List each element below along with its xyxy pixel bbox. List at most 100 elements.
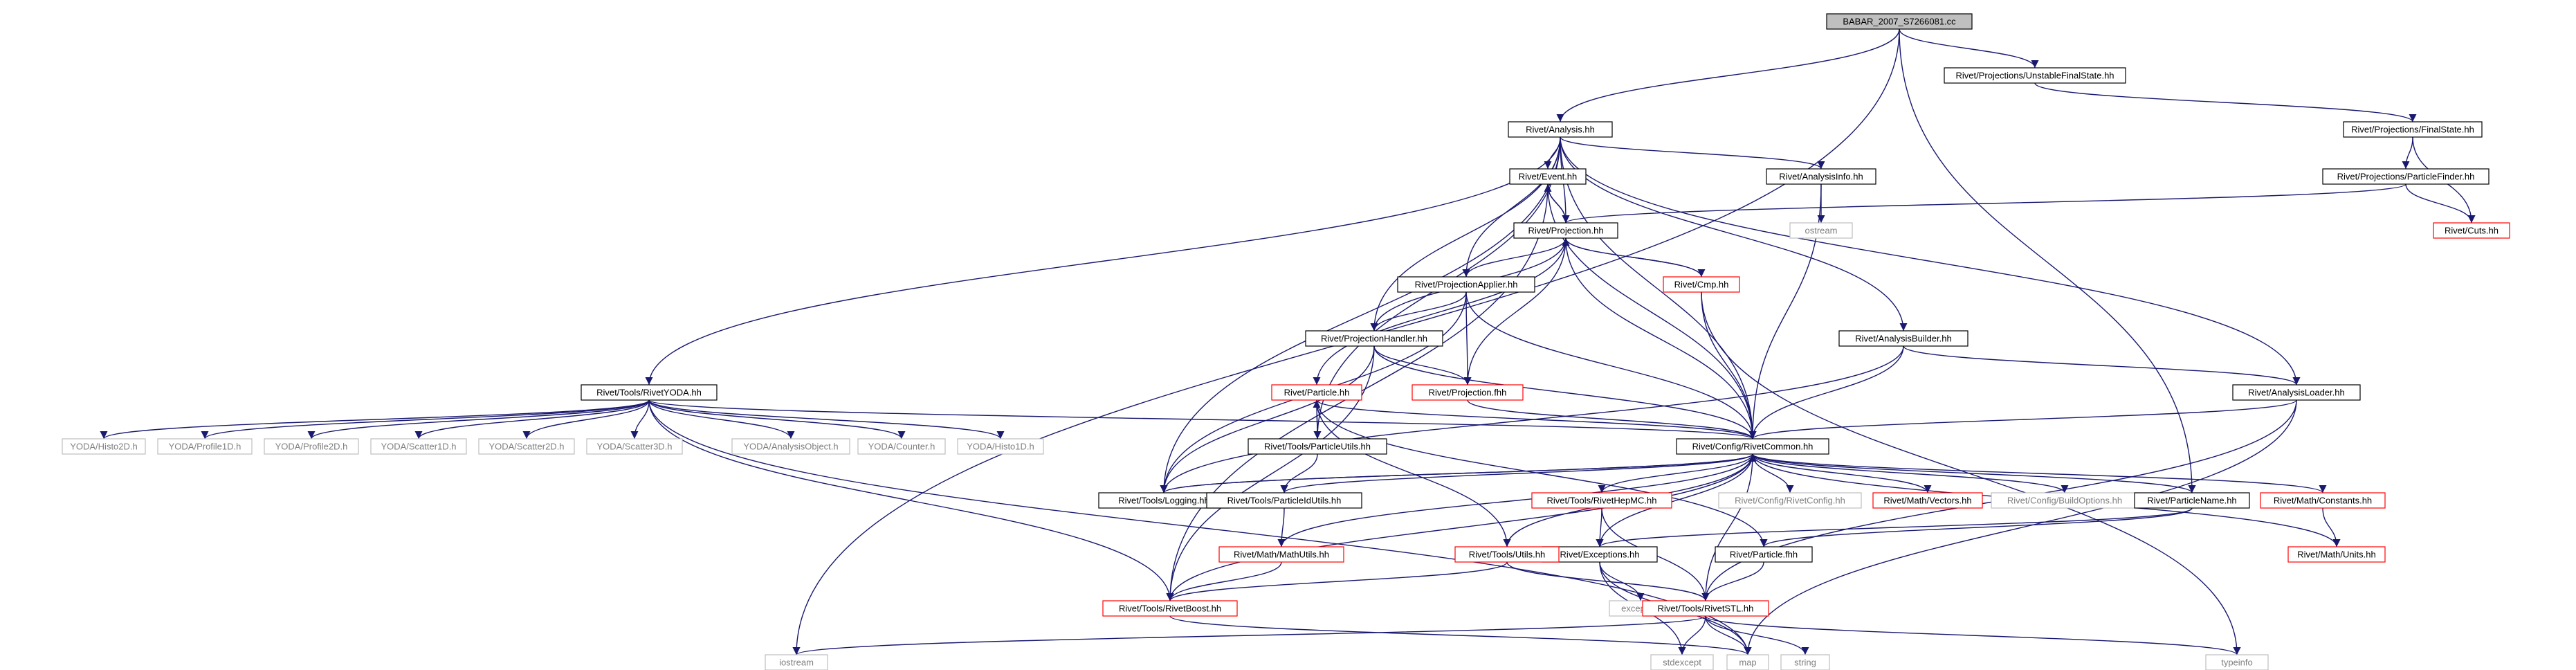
node-analysisinfo[interactable]: Rivet/AnalysisInfo.hh <box>1766 168 1876 185</box>
node-label-projection: Rivet/Projection.hh <box>1528 226 1603 236</box>
node-label-particlefinder: Rivet/Projections/ParticleFinder.hh <box>2337 172 2475 182</box>
edge-cmp-to-projection <box>1562 237 1702 278</box>
node-box-projection <box>1513 222 1618 239</box>
node-constants[interactable]: Rivet/Math/Constants.hh <box>2260 492 2386 509</box>
node-projectionfhh[interactable]: Rivet/Projection.fhh <box>1412 384 1524 401</box>
edge-projection-to-projapplier <box>1462 237 1566 278</box>
node-projhandler[interactable]: Rivet/ProjectionHandler.hh <box>1305 330 1443 347</box>
edge-particlename-to-particlefhh <box>1760 507 2193 547</box>
edge-projection-to-particle <box>1313 237 1566 386</box>
edge-projapplier-to-rivetcommon <box>1465 291 1757 440</box>
node-analysisbuilder[interactable]: Rivet/AnalysisBuilder.hh <box>1838 330 1968 347</box>
node-label-analysis: Rivet/Analysis.hh <box>1526 125 1595 135</box>
node-label-unstablefs: Rivet/Projections/UnstableFinalState.hh <box>1955 71 2114 81</box>
edge-particle-to-particlefhh <box>1316 399 1768 547</box>
node-box-finalstate <box>2343 121 2483 138</box>
edge-rivetcommon-to-particlename <box>1752 453 2196 494</box>
node-box-histo2d <box>62 438 146 455</box>
node-box-projhandler <box>1305 330 1443 347</box>
node-logging[interactable]: Rivet/Tools/Logging.hh <box>1098 492 1230 509</box>
node-box-particle <box>1271 384 1362 401</box>
edge-rivetyoda-to-analysisobject <box>648 399 795 440</box>
node-mathutils[interactable]: Rivet/Math/MathUtils.hh <box>1218 546 1344 563</box>
node-rivetyoda[interactable]: Rivet/Tools/RivetYODA.hh <box>581 384 718 401</box>
node-cmp[interactable]: Rivet/Cmp.hh <box>1663 276 1740 293</box>
node-layer: BABAR_2007_S7266081.ccRivet/Projections/… <box>62 13 2510 670</box>
edge-projapplier-to-projhandler <box>1370 291 1467 332</box>
edge-rivetcommon-to-vectors <box>1752 453 1932 494</box>
edge-rivetstl-to-string <box>1705 615 1809 655</box>
node-box-iostream <box>765 654 828 670</box>
node-particlename[interactable]: Rivet/ParticleName.hh <box>2134 492 2250 509</box>
node-label-counter: YODA/Counter.h <box>868 442 935 452</box>
node-units[interactable]: Rivet/Math/Units.hh <box>2287 546 2386 563</box>
node-event[interactable]: Rivet/Event.hh <box>1509 168 1587 185</box>
node-analysisloader[interactable]: Rivet/AnalysisLoader.hh <box>2232 384 2361 401</box>
edge-rivetyoda-to-scatter3d <box>630 399 650 440</box>
node-rivetboost[interactable]: Rivet/Tools/RivetBoost.hh <box>1102 600 1238 617</box>
node-particle[interactable]: Rivet/Particle.hh <box>1271 384 1362 401</box>
edge-rivetcommon-to-constants <box>1752 453 2327 494</box>
node-label-rivetstl: Rivet/Tools/RivetSTL.hh <box>1658 604 1754 614</box>
node-analysisobject: YODA/AnalysisObject.h <box>731 438 850 455</box>
edge-rivetboost-to-map <box>1169 615 1752 655</box>
node-stdexcept: stdexcept <box>1650 654 1714 670</box>
edge-rivetyoda-to-histo2d <box>100 399 650 440</box>
edge-projectionfhh-to-rivetcommon <box>1467 399 1757 440</box>
edge-rivetyoda-to-rivetcommon <box>648 399 1756 440</box>
edge-exceptions-to-exception <box>1599 561 1645 601</box>
node-projapplier[interactable]: Rivet/ProjectionApplier.hh <box>1397 276 1535 293</box>
node-ostream: ostream <box>1789 222 1853 239</box>
edge-analysisloader-to-map <box>1744 399 2297 655</box>
node-label-buildoptions: Rivet/Config/BuildOptions.hh <box>2007 496 2122 506</box>
edge-analysisbuilder-to-analysisloader <box>1903 345 2301 386</box>
node-label-mathutils: Rivet/Math/MathUtils.hh <box>1234 550 1329 560</box>
node-box-rivetyoda <box>581 384 718 401</box>
node-unstablefs[interactable]: Rivet/Projections/UnstableFinalState.hh <box>1944 67 2126 84</box>
node-box-analysisobject <box>731 438 850 455</box>
node-particlefhh[interactable]: Rivet/Particle.fhh <box>1715 546 1813 563</box>
edge-rivetcommon-to-rivetboost <box>1166 453 1753 601</box>
node-label-projhandler: Rivet/ProjectionHandler.hh <box>1321 334 1427 344</box>
edge-analysis-to-rivetyoda <box>645 136 1561 386</box>
node-rivetcommon[interactable]: Rivet/Config/RivetCommon.hh <box>1676 438 1829 455</box>
edge-root-to-analysis <box>1556 28 1900 123</box>
edge-rivetcommon-to-buildoptions <box>1752 453 2069 494</box>
node-box-counter <box>857 438 946 455</box>
edge-projapplier-to-projectionfhh <box>1463 291 1472 386</box>
node-particleidutils[interactable]: Rivet/Tools/ParticleIdUtils.hh <box>1206 492 1362 509</box>
edge-unstablefs-to-finalstate <box>2034 82 2417 123</box>
node-exceptions[interactable]: Rivet/Exceptions.hh <box>1542 546 1658 563</box>
node-particleutils[interactable]: Rivet/Tools/ParticleUtils.hh <box>1248 438 1387 455</box>
node-label-profile1d: YODA/Profile1D.h <box>169 442 241 452</box>
node-label-map: map <box>1739 658 1756 668</box>
node-cuts[interactable]: Rivet/Cuts.hh <box>2433 222 2510 239</box>
edge-particle-to-rivetcommon <box>1316 399 1757 440</box>
edge-rivetcommon-to-rivethepmc <box>1598 453 1753 494</box>
node-box-particleidutils <box>1206 492 1362 509</box>
node-rivetstl[interactable]: Rivet/Tools/RivetSTL.hh <box>1642 600 1769 617</box>
node-rivethepmc[interactable]: Rivet/Tools/RivetHepMC.hh <box>1531 492 1672 509</box>
node-vectors[interactable]: Rivet/Math/Vectors.hh <box>1872 492 1983 509</box>
node-box-particlefhh <box>1715 546 1813 563</box>
node-label-rivetconfig: Rivet/Config/RivetConfig.hh <box>1735 496 1845 506</box>
node-finalstate[interactable]: Rivet/Projections/FinalState.hh <box>2343 121 2483 138</box>
edge-analysis-to-analysisloader <box>1560 136 2301 386</box>
node-label-vectors: Rivet/Math/Vectors.hh <box>1883 496 1971 506</box>
node-box-ostream <box>1789 222 1853 239</box>
node-box-unstablefs <box>1944 67 2126 84</box>
node-utils[interactable]: Rivet/Tools/Utils.hh <box>1454 546 1560 563</box>
node-iostream: iostream <box>765 654 828 670</box>
node-label-particle: Rivet/Particle.hh <box>1284 388 1350 398</box>
node-projection[interactable]: Rivet/Projection.hh <box>1513 222 1618 239</box>
edge-projhandler-to-logging <box>1160 345 1375 494</box>
edge-rivetyoda-to-scatter2d <box>522 399 650 440</box>
node-label-utils: Rivet/Tools/Utils.hh <box>1469 550 1546 560</box>
node-particlefinder[interactable]: Rivet/Projections/ParticleFinder.hh <box>2322 168 2490 185</box>
node-analysis[interactable]: Rivet/Analysis.hh <box>1508 121 1613 138</box>
node-label-particleidutils: Rivet/Tools/ParticleIdUtils.hh <box>1227 496 1342 506</box>
node-box-rivetconfig <box>1718 492 1862 509</box>
node-label-particlefhh: Rivet/Particle.fhh <box>1730 550 1798 560</box>
node-box-particlename <box>2134 492 2250 509</box>
node-typeinfo: typeinfo <box>2205 654 2269 670</box>
